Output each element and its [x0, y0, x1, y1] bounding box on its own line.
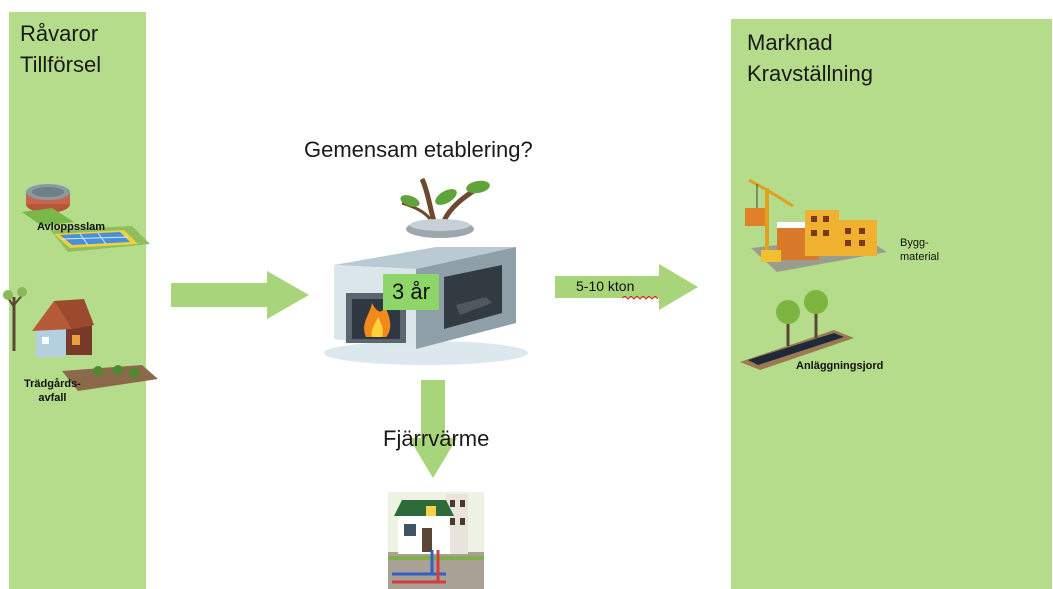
raw-materials-title: Råvaror Tillförsel: [20, 18, 101, 80]
duration-badge: 3 år: [383, 274, 439, 310]
output-quantity-label: 5-10 kton: [576, 278, 635, 294]
sludge-label: Avloppsslam: [37, 221, 106, 233]
building-material-label: Bygg- material: [900, 236, 939, 264]
garden-house-icon: [3, 287, 158, 391]
district-heating-house-icon: [388, 492, 484, 589]
market-title-line-2: Kravställning: [747, 61, 873, 86]
market-title: Marknad Kravställning: [747, 27, 873, 89]
garden-waste-label-line-2: avfall: [38, 392, 67, 404]
garden-waste-label-line-1: Trädgårds-: [24, 378, 81, 390]
output-arrow: [555, 264, 698, 310]
building-material-label-line-1: Bygg-: [900, 237, 929, 249]
joint-establishment-question: Gemensam etablering?: [304, 137, 533, 162]
construction-site-icon: [745, 178, 887, 272]
input-arrow: [171, 271, 309, 319]
garden-waste-label: Trädgårds- avfall: [24, 377, 81, 405]
market-title-line-1: Marknad: [747, 30, 833, 55]
raw-materials-title-line-1: Råvaror: [20, 21, 99, 46]
district-heating-label: Fjärrvärme: [383, 426, 490, 451]
trees-soil-strip-icon: [740, 290, 854, 370]
construction-soil-label: Anläggningsjord: [796, 360, 884, 372]
raw-materials-title-line-2: Tillförsel: [20, 52, 102, 77]
heat-arrow: [409, 380, 457, 478]
spellcheck-squiggle-icon: [622, 296, 658, 300]
building-material-label-line-2: material: [900, 251, 940, 263]
biochar-plant-icon: [324, 177, 528, 365]
sewage-plant-icon: [22, 184, 150, 252]
